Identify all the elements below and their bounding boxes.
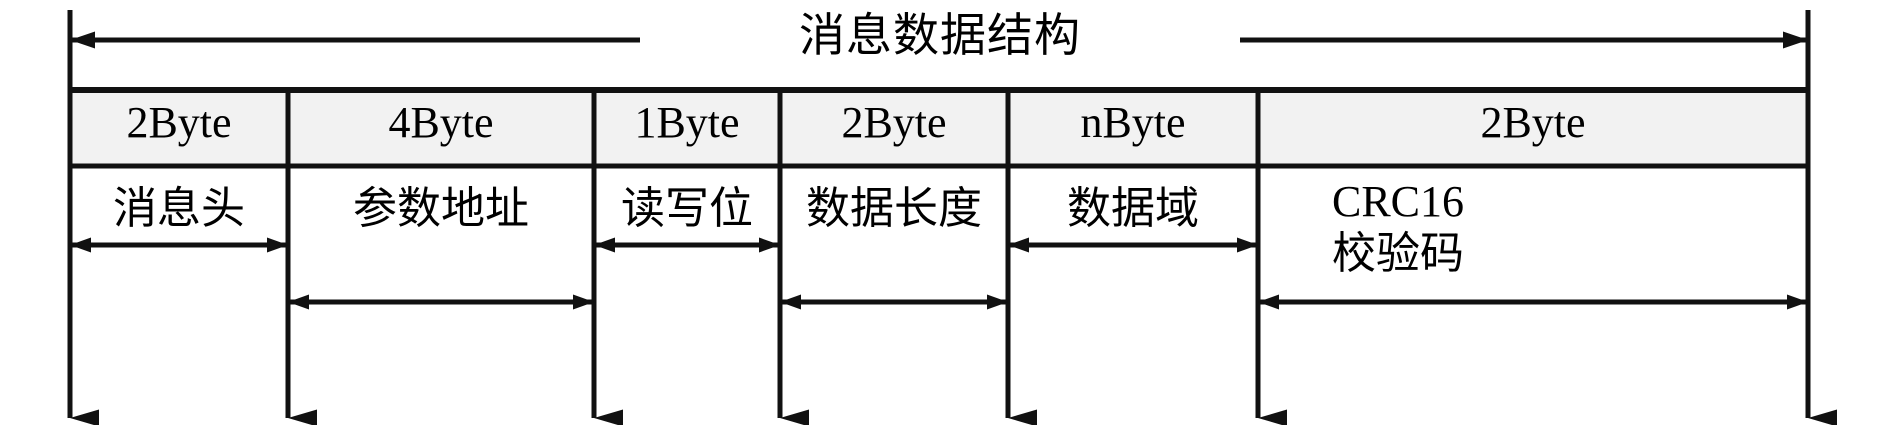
size-label-col-3: 1Byte xyxy=(634,98,740,147)
field-label-col-6-line1: CRC16 xyxy=(1331,177,1465,226)
field-row-background xyxy=(70,166,1808,278)
field-label-col-6: CRC16 校验码 xyxy=(1258,176,1538,280)
field-label-col-4: 数据长度 xyxy=(806,184,982,233)
size-row-background xyxy=(70,90,1808,166)
size-label-col-2: 4Byte xyxy=(388,98,494,147)
field-label-col-5: 数据域 xyxy=(1067,184,1199,233)
field-label-col-3: 读写位 xyxy=(621,184,753,233)
size-label-col-5: nByte xyxy=(1080,98,1186,147)
size-label-col-6: 2Byte xyxy=(1480,98,1586,147)
field-label-col-2: 参数地址 xyxy=(353,184,529,233)
field-width-measure-arrows xyxy=(70,237,1808,310)
size-label-col-1: 2Byte xyxy=(126,98,232,147)
diagram-title: 消息数据结构 xyxy=(799,10,1081,61)
field-label-col-1: 消息头 xyxy=(113,184,245,233)
dimension-guide-lines xyxy=(67,10,1837,425)
size-label-col-4: 2Byte xyxy=(841,98,947,147)
field-label-col-6-line2: 校验码 xyxy=(1332,228,1464,278)
